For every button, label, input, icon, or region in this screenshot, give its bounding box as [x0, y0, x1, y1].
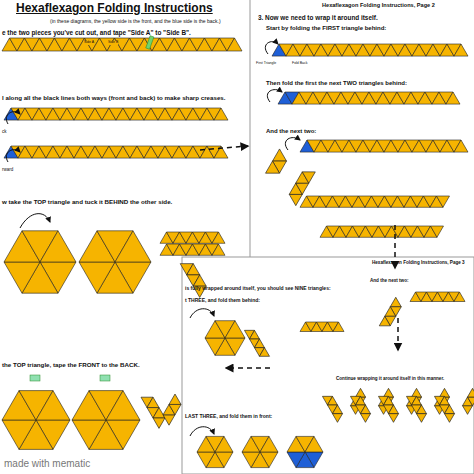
page-header: Hexaflexagon Folding Instructions, Page … — [372, 260, 465, 265]
triangle — [454, 292, 465, 302]
paper-strip — [300, 196, 450, 207]
paper-strip — [300, 322, 344, 332]
triangle — [454, 140, 468, 152]
triangle — [212, 244, 225, 255]
step-text: t THREE, and fold them behind: — [185, 298, 260, 304]
paper-strip — [460, 388, 474, 414]
triangle — [299, 166, 315, 183]
triangle — [72, 420, 106, 449]
step-text: e the two pieces you've cut out, and tap… — [2, 29, 191, 36]
paper-strip — [180, 258, 209, 297]
triangle — [4, 262, 40, 293]
paper-strip — [160, 232, 225, 243]
paper-strip — [350, 392, 373, 422]
paper-strip — [2, 38, 242, 51]
paper-strip — [278, 92, 460, 104]
step-text: And the next two: — [266, 128, 316, 135]
triangle — [36, 391, 70, 420]
paper-strip — [242, 436, 278, 467]
triangle — [454, 44, 468, 56]
paper-strip — [197, 436, 233, 467]
paper-strip — [378, 392, 401, 422]
triangle — [379, 316, 393, 330]
triangle — [360, 409, 373, 422]
fold-label: Fold Back — [292, 62, 308, 66]
paper-strip — [406, 392, 429, 422]
paper-strip — [72, 391, 140, 450]
paper-strip — [272, 44, 468, 56]
triangle — [212, 232, 225, 243]
step-text: 3. Now we need to wrap it around itself. — [258, 14, 378, 21]
triangle — [215, 436, 233, 452]
paper-strip — [160, 394, 184, 425]
step-text: Continue wrapping it around itself in th… — [336, 376, 444, 381]
paper-strip — [4, 146, 228, 158]
paper-strip — [286, 166, 315, 205]
triangle — [197, 452, 215, 468]
triangle — [257, 348, 270, 361]
paper-strip — [266, 149, 290, 179]
triangle — [305, 436, 323, 452]
fold-label: First Triangle — [256, 62, 276, 66]
step-text: is fully wrapped around itself, you shou… — [185, 286, 331, 292]
paper-strip — [320, 226, 444, 237]
paper-strip — [300, 140, 468, 152]
paper-strip — [4, 108, 228, 120]
triangle — [332, 409, 345, 422]
step-text: the TOP triangle, tape the FRONT to the … — [2, 362, 140, 369]
triangle — [333, 322, 344, 332]
side-label: Side B — [108, 41, 118, 45]
watermark: made with mematic — [4, 458, 90, 469]
fold-label: rward — [2, 168, 13, 173]
step-text: w take the TOP triangle and tuck it BEHI… — [2, 199, 172, 206]
paper-strip — [244, 326, 269, 361]
triangle — [446, 92, 460, 104]
triangle — [106, 391, 140, 420]
triangle — [169, 394, 184, 410]
triangle — [468, 388, 474, 401]
triangle — [260, 436, 278, 452]
triangle — [266, 161, 283, 179]
step-text: And the next two: — [370, 278, 409, 283]
triangle — [416, 409, 429, 422]
paper-strip — [79, 231, 151, 293]
paper-strip — [4, 231, 76, 293]
paper-strip — [410, 292, 465, 302]
triangle — [242, 452, 260, 468]
triangle — [40, 231, 76, 262]
triangle — [79, 262, 115, 293]
triangle — [388, 409, 401, 422]
paper-strip — [2, 391, 70, 450]
triangle — [437, 196, 450, 207]
triangle — [115, 231, 151, 262]
step-text: LAST THREE, and fold them in front: — [185, 414, 272, 420]
step-text: l along all the black lines both ways (f… — [2, 95, 226, 102]
paper-strip — [287, 436, 323, 467]
paper-strip — [160, 244, 225, 255]
step-text: Then fold the first the next TWO triangl… — [266, 80, 407, 87]
triangle — [431, 226, 444, 237]
paper-strip — [205, 321, 245, 356]
fold-label: ck — [2, 130, 7, 135]
step-text: Start by folding the FIRST triangle behi… — [266, 25, 386, 32]
page-header: Hexaflexagon Folding Instructions, Page … — [322, 2, 435, 8]
title: Hexaflexagon Folding Instructions — [16, 2, 213, 15]
triangle — [444, 409, 457, 422]
paper-strip — [434, 392, 457, 422]
triangle — [227, 38, 242, 51]
side-label: Side A — [84, 41, 94, 45]
note: (in these diagrams, the yellow side is t… — [50, 19, 221, 25]
triangle — [2, 420, 36, 449]
triangle — [214, 108, 228, 120]
paper-strip — [322, 392, 345, 422]
paper-strip — [141, 392, 168, 428]
paper-strip — [379, 297, 404, 330]
triangle — [225, 321, 245, 338]
triangle — [287, 452, 305, 468]
triangle — [205, 338, 225, 355]
